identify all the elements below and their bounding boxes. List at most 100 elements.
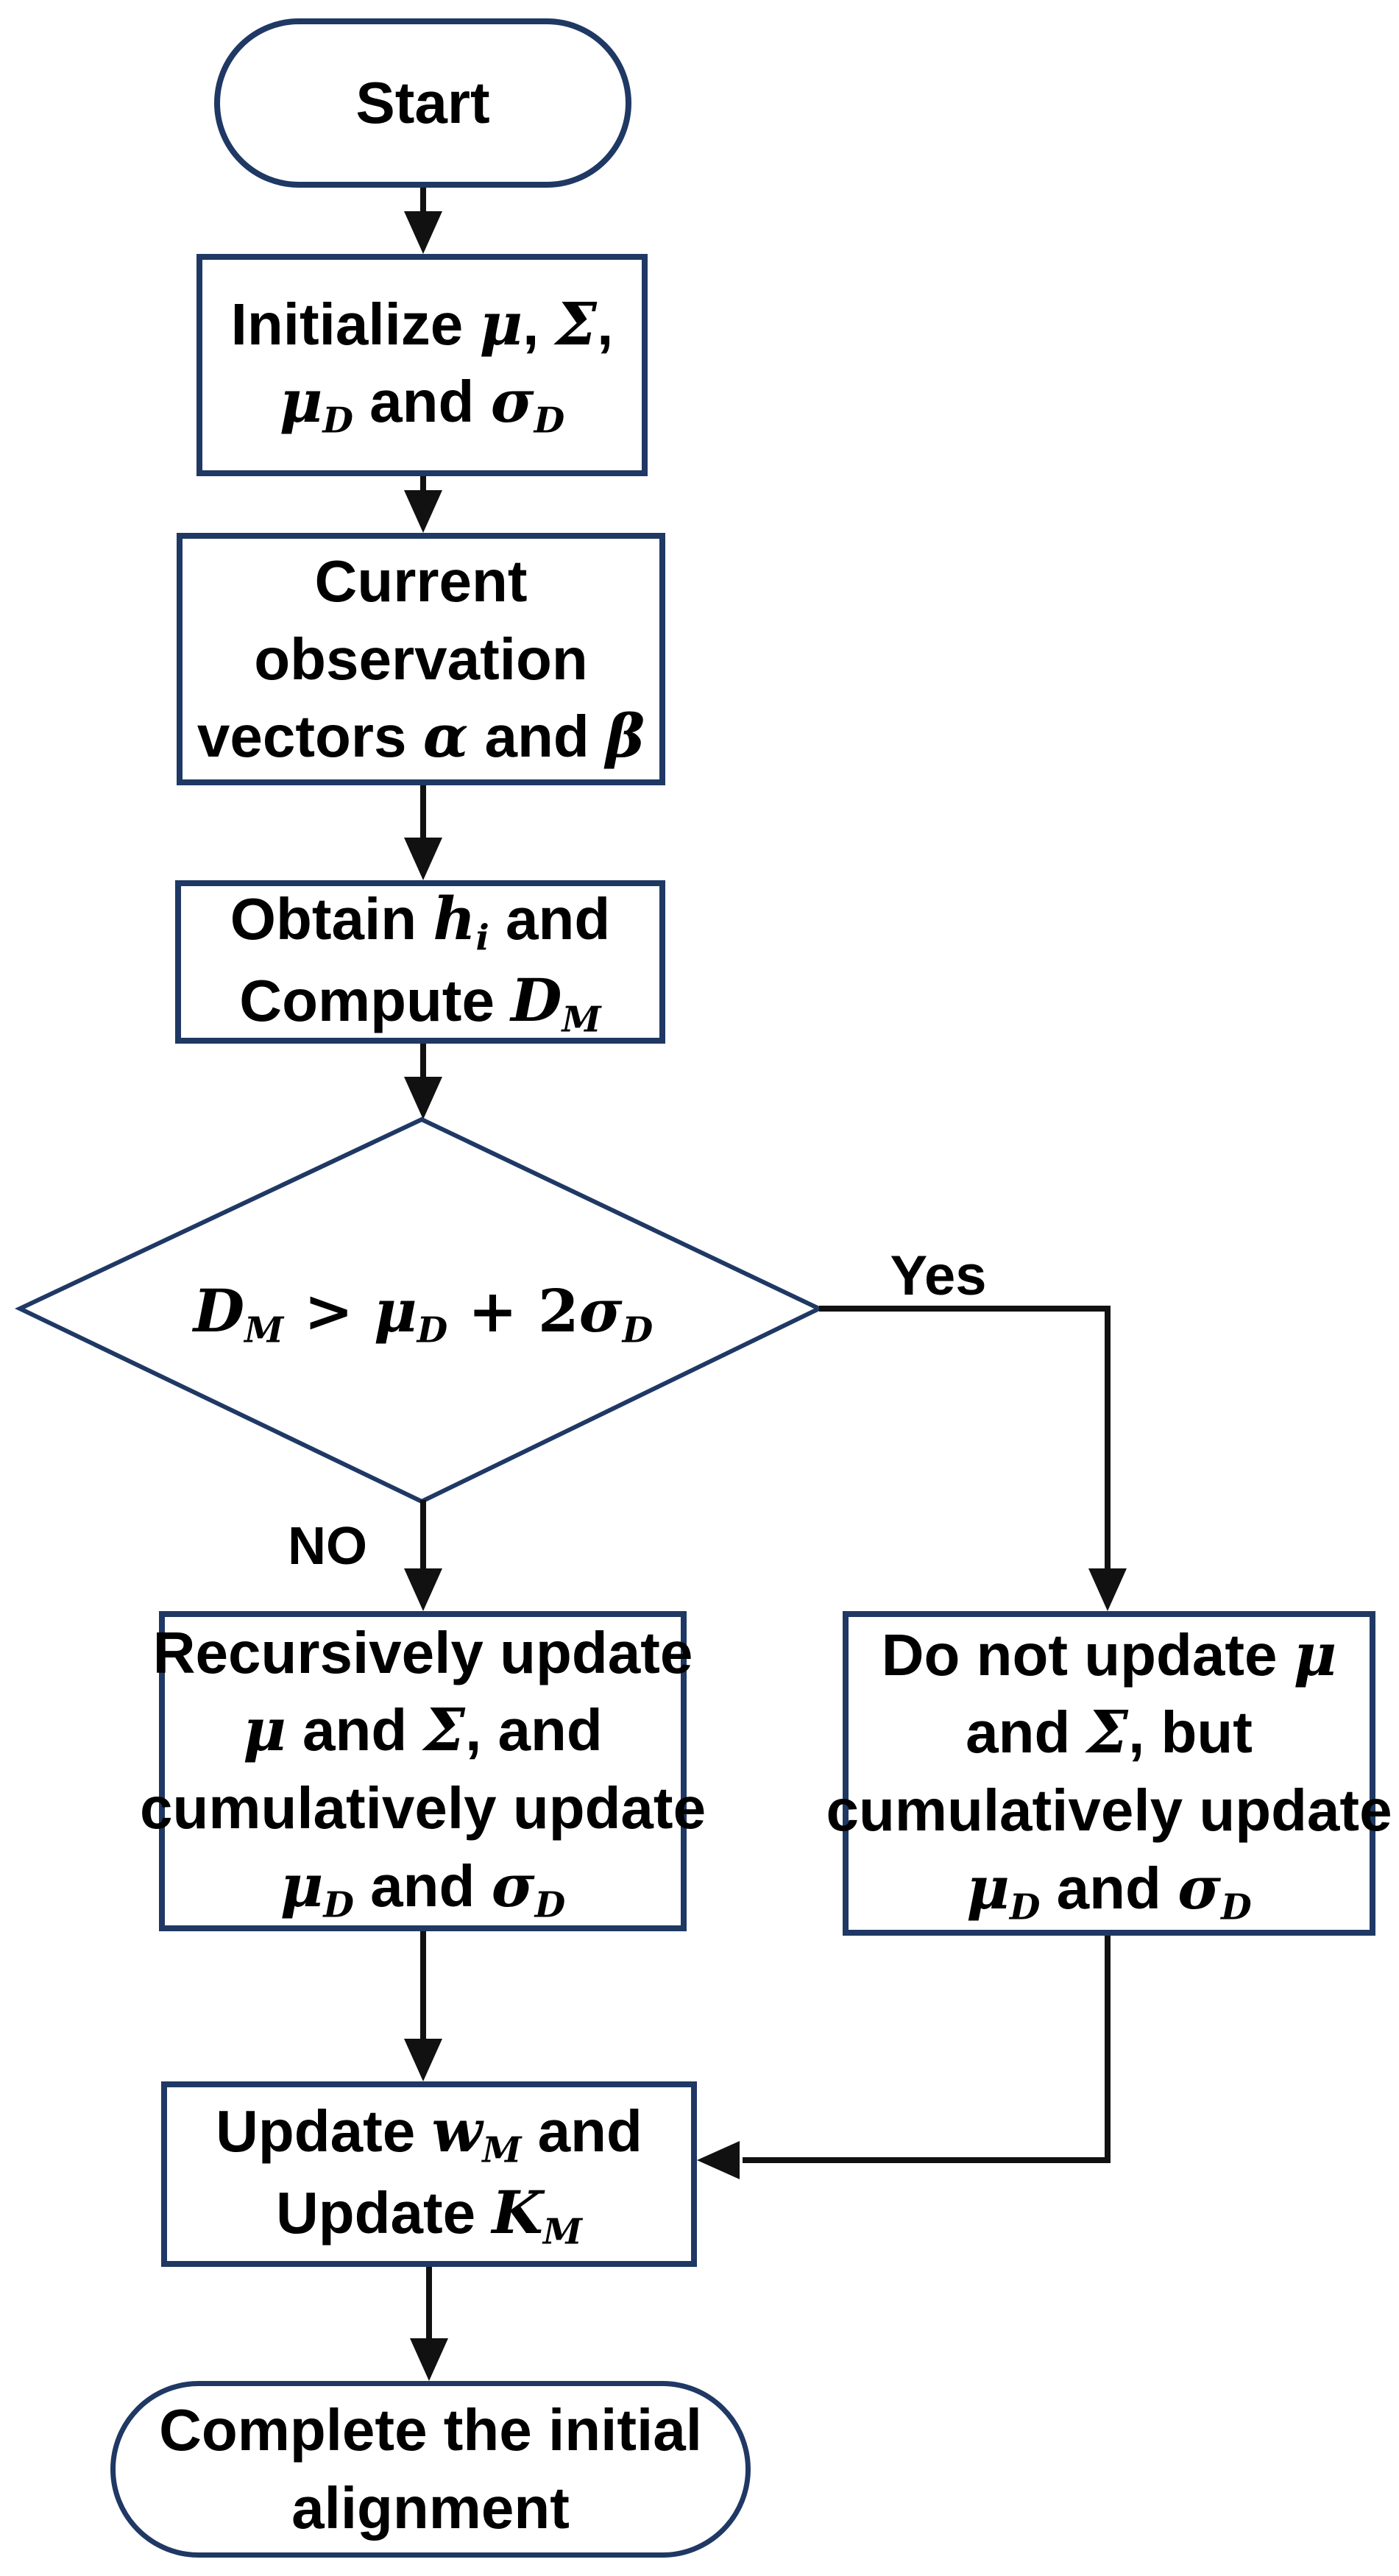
text-segment: M — [562, 999, 601, 1041]
text-line: μ and Σ, and — [243, 1691, 603, 1769]
text-segment: , and — [465, 1697, 603, 1763]
text-line: μD and σD — [280, 363, 564, 445]
arrowhead-decision-to-no-branch — [404, 1568, 442, 1611]
text-line: DM > μD + 2σD — [194, 1276, 653, 1351]
text-segment: Current — [314, 548, 528, 615]
text-segment: σ — [1177, 1853, 1222, 1922]
arrowhead-initialize-to-observation — [404, 490, 442, 533]
text-segment: σ — [578, 1276, 623, 1346]
text-segment: and — [1040, 1855, 1178, 1921]
text-segment: and — [353, 369, 491, 435]
text-segment: D — [322, 400, 353, 442]
text-segment: Σ — [1086, 1697, 1129, 1767]
node-initialize: Initialize μ, Σ,μD and σD — [196, 254, 648, 476]
text-line: cumulatively update — [140, 1769, 706, 1847]
text-line: cumulatively update — [826, 1772, 1392, 1850]
text-segment: and — [489, 886, 611, 952]
text-segment: σ — [490, 367, 534, 436]
text-line: Initialize μ, Σ, — [231, 286, 614, 364]
text-line: μD and σD — [280, 1847, 565, 1929]
text-segment: + 2 — [447, 1276, 579, 1346]
arrowhead-yes-branch-to-update — [697, 2141, 740, 2179]
text-segment: M — [244, 1309, 284, 1351]
text-segment: cumulatively update — [826, 1777, 1392, 1843]
text-line: alignment — [291, 2469, 570, 2547]
text-line: and Σ, but — [966, 1694, 1253, 1772]
arrowhead-observation-to-obtain — [404, 838, 442, 880]
text-segment: D — [622, 1309, 654, 1351]
node-start: Start — [214, 18, 631, 188]
text-segment: μ — [479, 289, 523, 358]
text-segment: μ — [279, 367, 323, 436]
text-segment: and — [286, 1697, 424, 1763]
text-segment: h — [433, 884, 476, 954]
text-segment: , but — [1128, 1699, 1253, 1766]
text-segment: β — [605, 701, 645, 771]
text-line: Current — [315, 542, 528, 620]
yes-branch-label: Yes — [890, 1245, 987, 1307]
text-segment: vectors — [196, 704, 423, 770]
text-line: observation — [254, 620, 587, 698]
arrowhead-obtain-to-decision — [404, 1077, 442, 1119]
text-line: Update KM — [276, 2174, 582, 2256]
text-segment: , — [523, 291, 556, 357]
arrowhead-update-to-complete — [410, 2338, 448, 2381]
text-segment: observation — [254, 626, 588, 692]
text-line: Complete the initial — [159, 2391, 702, 2469]
text-segment: and — [353, 1853, 492, 1919]
text-segment: Do not update — [881, 1621, 1294, 1688]
text-line: μD and σD — [966, 1850, 1251, 1931]
text-segment: and — [521, 2098, 642, 2165]
text-line: Compute DM — [239, 962, 601, 1044]
text-segment: alignment — [291, 2475, 570, 2541]
text-line: vectors α and β — [197, 698, 645, 776]
text-segment: D — [1009, 1886, 1041, 1928]
text-segment: Σ — [555, 289, 598, 358]
text-line: Obtain hi and — [230, 880, 610, 962]
text-segment: μ — [280, 1850, 324, 1920]
text-segment: M — [482, 2129, 522, 2171]
text-segment: > — [283, 1276, 375, 1346]
text-segment: μ — [966, 1853, 1010, 1922]
text-line: Recursively update — [153, 1614, 693, 1692]
text-segment: Update — [275, 2180, 492, 2246]
text-segment: Recursively update — [152, 1619, 693, 1685]
text-line: Update wM and — [216, 2092, 642, 2174]
arrowhead-start-to-initialize — [404, 211, 442, 254]
text-segment: Update — [216, 2098, 432, 2165]
text-segment: and — [966, 1699, 1087, 1766]
text-line: Do not update μ — [882, 1616, 1336, 1694]
text-segment: D — [534, 400, 565, 442]
text-segment: Initialize — [230, 291, 480, 357]
text-segment: i — [475, 917, 489, 959]
text-segment: D — [511, 966, 562, 1035]
arrowhead-no-branch-to-update — [404, 2039, 442, 2081]
text-segment: Σ — [423, 1695, 466, 1765]
text-segment: D — [1221, 1886, 1252, 1928]
text-segment: Compute — [239, 968, 511, 1033]
text-segment: σ — [491, 1850, 535, 1920]
connector-decision-to-yes-branch — [819, 1306, 1111, 1571]
text-segment: K — [492, 2178, 543, 2247]
arrowhead-decision-to-yes-branch — [1088, 1568, 1127, 1611]
text-segment: M — [542, 2211, 583, 2253]
text-segment: Obtain — [230, 886, 433, 952]
no-branch-label: NO — [288, 1517, 367, 1576]
text-segment: μ — [374, 1276, 417, 1346]
text-segment: and — [468, 704, 606, 770]
text-segment: D — [534, 1883, 566, 1925]
text-segment: cumulatively update — [139, 1774, 706, 1841]
text-segment: Start — [355, 70, 490, 136]
text-segment: D — [193, 1276, 245, 1346]
text-segment: α — [422, 701, 469, 771]
text-segment: μ — [1293, 1619, 1337, 1689]
connector-yes-branch-to-update — [743, 1934, 1111, 2163]
text-segment: μ — [243, 1695, 286, 1765]
